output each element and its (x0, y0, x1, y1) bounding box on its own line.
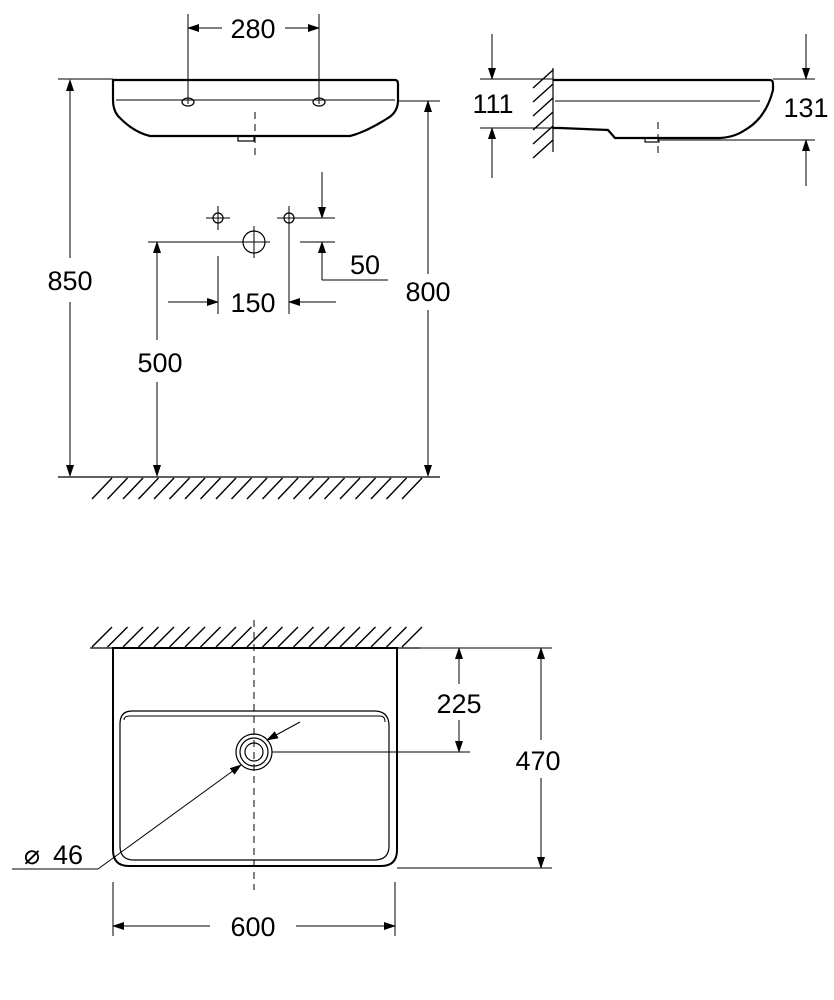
hatch-line (532, 83, 554, 103)
hatch-line (277, 626, 299, 648)
hatch-line (324, 626, 345, 648)
hatch-line (153, 477, 175, 500)
hatch-line (138, 626, 159, 648)
basin-bowl-outline (119, 710, 390, 861)
hatch-line (339, 477, 361, 500)
hatch-line (246, 626, 268, 648)
dim-131-label: 131 (783, 93, 828, 123)
hatch-line (323, 477, 346, 500)
hatch-line (184, 626, 206, 648)
hatch-line (370, 477, 392, 500)
hatch-line (277, 477, 299, 500)
dim-150-label: 150 (230, 288, 275, 318)
hatch-line (532, 139, 554, 159)
basin-side-outline (553, 78, 775, 140)
hatch-line (122, 626, 144, 648)
hatch-line (339, 626, 361, 648)
hatch-line (200, 626, 221, 648)
hatch-line (308, 477, 330, 500)
hatch-line (153, 626, 175, 648)
hatch-line (91, 477, 113, 500)
top-wall-hatch (91, 626, 423, 648)
dim-500-label: 500 (137, 348, 182, 378)
dim-850-label: 850 (47, 266, 92, 296)
hatch-line (386, 626, 407, 648)
hatch-line (230, 477, 253, 500)
hatch-line (215, 477, 237, 500)
basin-front-outline (111, 78, 400, 138)
dim-600-label: 600 (230, 912, 275, 942)
front-view: 280 850 800 (47, 14, 451, 500)
hatch-line (261, 477, 284, 500)
dim-diameter-symbol: ⌀ (24, 840, 40, 870)
dim-225-label: 225 (436, 689, 481, 719)
hatch-line (231, 626, 252, 648)
hatch-line (199, 477, 222, 500)
hatch-line (122, 477, 144, 500)
hatch-line (293, 626, 314, 648)
waste-connection (238, 226, 270, 258)
dim-470-label: 470 (515, 746, 560, 776)
waste-outlet-side (644, 137, 660, 143)
dim-280-label: 280 (230, 14, 275, 44)
hatch-line (184, 477, 206, 500)
dim-diameter-label: 46 (53, 840, 83, 870)
hatch-line (91, 626, 113, 648)
hatch-line (308, 626, 330, 648)
hatch-line (168, 477, 191, 500)
hatch-line (385, 477, 408, 500)
hatch-line (246, 477, 268, 500)
side-view: 111 131 (472, 34, 829, 186)
hatch-line (354, 477, 377, 500)
hatch-line (169, 626, 190, 648)
hatch-line (401, 477, 423, 500)
hatch-line (370, 626, 392, 648)
hatch-line (106, 477, 129, 500)
top-view: ⌀ 46 225 470 600 (12, 620, 561, 942)
hatch-line (292, 477, 315, 500)
dim-111-label: 111 (472, 89, 513, 119)
dim-800-label: 800 (405, 277, 450, 307)
hatch-line (532, 125, 554, 145)
hatch-line (262, 626, 283, 648)
hatch-line (355, 626, 376, 648)
hatch-line (137, 477, 160, 500)
hatch-line (215, 626, 237, 648)
basin-top-outline (112, 647, 398, 867)
wall-hatch (532, 69, 554, 159)
hatch-line (532, 111, 554, 131)
dim-50-label: 50 (350, 250, 380, 280)
hatch-line (532, 97, 554, 117)
waste-outlet-front (237, 135, 255, 142)
floor-hatch (91, 477, 423, 500)
supply-connection-left (206, 206, 230, 230)
hatch-line (401, 626, 423, 648)
hatch-line (107, 626, 128, 648)
